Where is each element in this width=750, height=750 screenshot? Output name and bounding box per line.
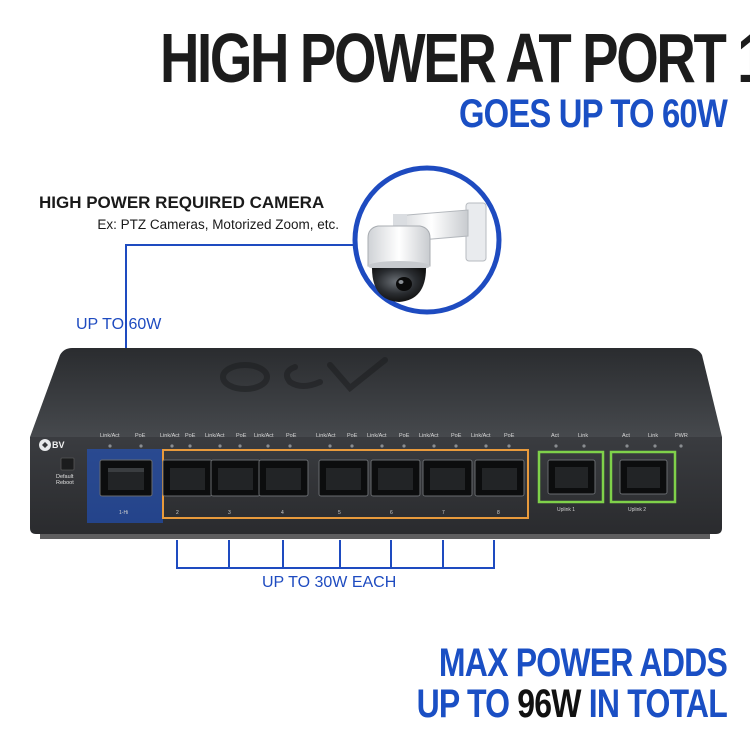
brand-label: BV — [52, 440, 65, 450]
port-6 — [370, 459, 421, 497]
led-label-8: PoE — [286, 433, 297, 439]
uplink-led-label-act-1: Act — [551, 433, 559, 439]
uplink-2-label: Uplink 2 — [628, 507, 647, 513]
led-label-15: Link/Act — [471, 433, 491, 439]
port-number-4: 4 — [281, 510, 284, 516]
ports-bracket — [176, 540, 495, 569]
led-label-10: PoE — [347, 433, 358, 439]
port-4 — [258, 459, 309, 497]
port-number-5: 5 — [338, 510, 341, 516]
uplink-2-outline — [609, 450, 677, 504]
port-7 — [422, 459, 473, 497]
led-label-6: PoE — [236, 433, 247, 439]
footer-highlight: 96W — [517, 682, 581, 726]
switch-top-surface — [30, 348, 722, 437]
ptz-camera-image — [352, 165, 502, 315]
reset-label: Default Reboot — [56, 474, 74, 486]
power-led-label: PWR — [675, 433, 688, 439]
footer-line-1: MAX POWER ADDS — [438, 641, 728, 685]
uplink-led-label-act-2: Act — [622, 433, 630, 439]
led-label-7: Link/Act — [254, 433, 274, 439]
footer-line-2: UP TO 96W IN TOTAL — [145, 682, 728, 726]
port-2 — [162, 459, 213, 497]
led-label-14: PoE — [451, 433, 462, 439]
led-label-11: Link/Act — [367, 433, 387, 439]
uplink-led-label-link-2: Link — [648, 433, 659, 439]
uplink-port-2 — [619, 459, 668, 495]
reset-label-line-1: Default — [56, 474, 74, 480]
footer-prefix: UP TO — [416, 682, 510, 726]
led-label-1: Link/Act — [100, 433, 120, 439]
uplink-1-label: Uplink 1 — [557, 507, 576, 513]
port-number-3: 3 — [228, 510, 231, 516]
embossed-logo — [220, 357, 388, 393]
reset-switch — [60, 457, 75, 471]
brand-logo-icon — [39, 439, 51, 451]
footer-suffix: IN TOTAL — [588, 682, 728, 726]
port-3 — [210, 459, 261, 497]
port1-power-label: UP TO 60W — [76, 316, 162, 333]
camera-callout-subtitle: Ex: PTZ Cameras, Motorized Zoom, etc. — [97, 217, 339, 232]
status-leds — [108, 444, 683, 448]
led-label-9: Link/Act — [316, 433, 336, 439]
port-number-8: 8 — [497, 510, 500, 516]
headline-line-2: GOES UP TO 60W — [458, 92, 728, 136]
uplink-port-1 — [547, 459, 596, 495]
port-5 — [318, 459, 369, 497]
led-label-16: PoE — [504, 433, 515, 439]
led-label-2: PoE — [135, 433, 146, 439]
uplink-1-outline — [537, 450, 605, 504]
headline-line-1: HIGH POWER AT PORT 1 — [159, 19, 750, 97]
port-number-1: 1-Hi — [119, 510, 129, 516]
ports-power-label: UP TO 30W EACH — [262, 574, 397, 591]
port-8 — [474, 459, 525, 497]
port-number-7: 7 — [442, 510, 445, 516]
port-1 — [99, 459, 153, 497]
camera-callout-title: HIGH POWER REQUIRED CAMERA — [39, 193, 325, 212]
led-label-12: PoE — [399, 433, 410, 439]
led-label-4: PoE — [185, 433, 196, 439]
uplink-led-label-link-1: Link — [578, 433, 589, 439]
led-label-3: Link/Act — [160, 433, 180, 439]
led-label-13: Link/Act — [419, 433, 439, 439]
led-label-5: Link/Act — [205, 433, 225, 439]
rj45-ports — [99, 459, 668, 497]
port-number-6: 6 — [390, 510, 393, 516]
port-number-2: 2 — [176, 510, 179, 516]
reset-label-line-2: Reboot — [56, 480, 74, 486]
